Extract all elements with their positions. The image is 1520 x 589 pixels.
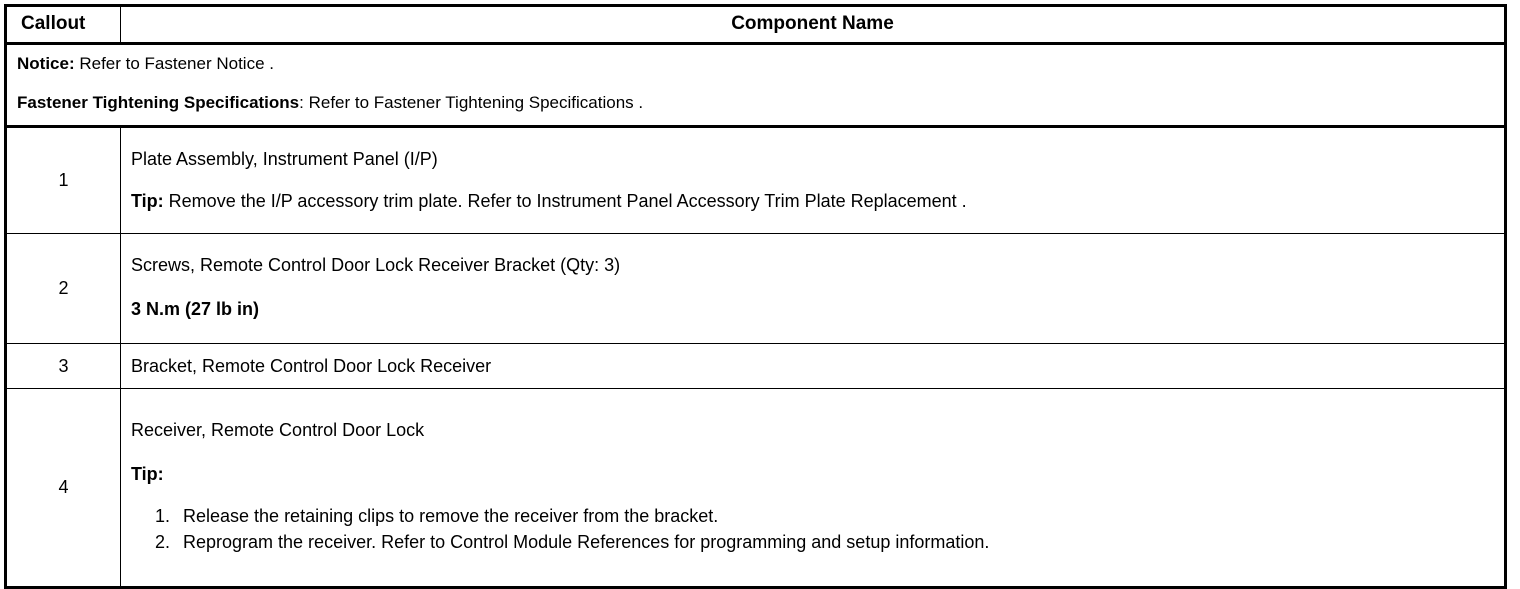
table-row: 2 Screws, Remote Control Door Lock Recei… xyxy=(5,233,1506,344)
component-name-text: Receiver, Remote Control Door Lock xyxy=(131,420,425,441)
table-body: Notice: Refer to Fastener Notice . Faste… xyxy=(5,43,1506,588)
callout-number: 3 xyxy=(5,343,121,389)
list-item: Reprogram the receiver. Refer to Control… xyxy=(175,529,1494,555)
column-header-callout: Callout xyxy=(5,5,121,45)
component-description: Plate Assembly, Instrument Panel (I/P) T… xyxy=(120,126,1506,234)
fastener-tightening-text: : Refer to Fastener Tightening Specifica… xyxy=(299,93,644,113)
tip-text: Remove the I/P accessory trim plate. Ref… xyxy=(163,191,967,212)
callout-number: 1 xyxy=(5,126,121,234)
component-description: Bracket, Remote Control Door Lock Receiv… xyxy=(120,343,1506,389)
component-name-text: Plate Assembly, Instrument Panel (I/P) xyxy=(131,148,438,169)
document-sheet: Callout Component Name Notice: Refer to … xyxy=(0,0,1520,576)
header-row: Callout Component Name xyxy=(5,5,1506,45)
table-row: 4 Receiver, Remote Control Door Lock Tip… xyxy=(5,388,1506,588)
list-item: Release the retaining clips to remove th… xyxy=(175,503,1494,529)
tip-heading: Tip: xyxy=(131,463,164,484)
callout-number: 4 xyxy=(5,388,121,588)
table-header: Callout Component Name xyxy=(5,5,1506,45)
component-description: Receiver, Remote Control Door Lock Tip: … xyxy=(120,388,1506,588)
notice-cell: Notice: Refer to Fastener Notice . Faste… xyxy=(5,43,1506,129)
callout-component-table: Callout Component Name Notice: Refer to … xyxy=(4,4,1507,589)
notice-label: Notice: xyxy=(17,53,75,73)
column-header-component-name: Component Name xyxy=(120,5,1506,45)
fastener-tightening-label: Fastener Tightening Specifications xyxy=(17,93,300,113)
fastener-spec-line: Fastener Tightening Specifications: Refe… xyxy=(17,92,1494,113)
notice-text: Refer to Fastener Notice . xyxy=(74,53,274,73)
table-row: 1 Plate Assembly, Instrument Panel (I/P)… xyxy=(5,126,1506,234)
torque-specification: 3 N.m (27 lb in) xyxy=(131,299,260,320)
tip-label: Tip: xyxy=(131,191,164,212)
component-name-text: Screws, Remote Control Door Lock Receive… xyxy=(131,254,621,275)
component-name-text: Bracket, Remote Control Door Lock Receiv… xyxy=(131,356,492,377)
tip-step-list: Release the retaining clips to remove th… xyxy=(131,503,1494,555)
notice-row: Notice: Refer to Fastener Notice . Faste… xyxy=(5,43,1506,129)
table-row: 3 Bracket, Remote Control Door Lock Rece… xyxy=(5,343,1506,389)
component-tip-line: Tip: Remove the I/P accessory trim plate… xyxy=(131,190,1494,213)
fastener-notice-line: Notice: Refer to Fastener Notice . xyxy=(17,53,1494,74)
callout-number: 2 xyxy=(5,233,121,344)
component-description: Screws, Remote Control Door Lock Receive… xyxy=(120,233,1506,344)
